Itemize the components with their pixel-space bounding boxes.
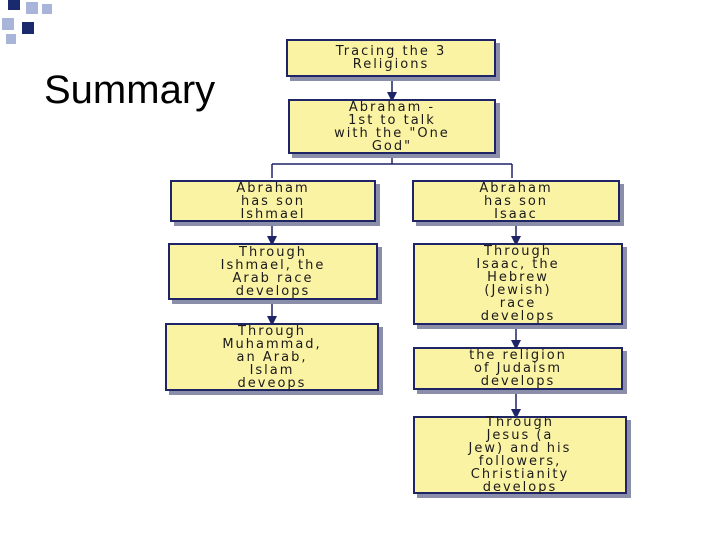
box-abraham-son-isaac: Abraham has son Isaac [412,180,620,222]
box-text: Tracing the 3 Religions [335,44,447,72]
box-text: Through Jesus (a Jew) and his followers,… [468,415,572,495]
box-text: Through Muhammad, an Arab, Islam deveops [222,323,322,391]
box-isaac-hebrew-race: Through Isaac, the Hebrew (Jewish) race … [413,243,623,325]
box-text: Abraham has son Ishmael [236,180,310,222]
box-abraham-son-ishmael: Abraham has son Ishmael [170,180,376,222]
box-text: Abraham - 1st to talk with the "One God" [334,99,450,154]
corner-square [22,22,34,34]
box-judaism: the religion of Judaism develops [413,347,623,390]
corner-square [6,34,16,44]
corner-square [26,2,38,14]
box-text: Through Isaac, the Hebrew (Jewish) race … [476,244,560,324]
box-text: the religion of Judaism develops [469,348,567,389]
box-text: Through Ishmael, the Arab race develops [220,244,326,299]
corner-square [2,18,14,30]
slide-title: Summary [44,68,216,112]
corner-decoration [0,0,60,48]
corner-square [8,0,20,10]
box-muhammad-islam: Through Muhammad, an Arab, Islam deveops [165,323,379,391]
box-tracing-religions: Tracing the 3 Religions [286,39,496,77]
corner-square [42,4,52,14]
box-jesus-christianity: Through Jesus (a Jew) and his followers,… [413,416,627,494]
box-abraham-one-god: Abraham - 1st to talk with the "One God" [288,99,496,154]
box-text: Abraham has son Isaac [479,180,553,222]
box-ishmael-arab-race: Through Ishmael, the Arab race develops [168,243,378,300]
